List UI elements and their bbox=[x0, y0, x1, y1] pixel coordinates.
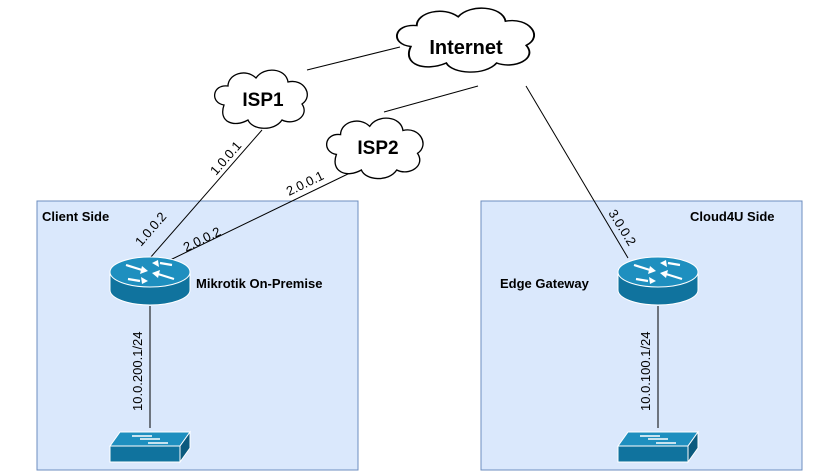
link-isp1-internet bbox=[306, 46, 401, 71]
link-isp2-mikrotik bbox=[165, 171, 353, 263]
ip-cloud-lan: 10.0.100.1/24 bbox=[638, 331, 653, 411]
mikrotik-router-icon bbox=[108, 255, 192, 307]
client-side-zone bbox=[36, 200, 359, 471]
ip-isp2-side: 2.0.0.1 bbox=[284, 168, 326, 199]
client-switch-icon bbox=[109, 431, 191, 463]
link-isp2-internet bbox=[383, 85, 479, 113]
link-internet-edge bbox=[525, 85, 629, 259]
cloud4u-side-label: Cloud4U Side bbox=[690, 209, 775, 224]
isp1-label: ISP1 bbox=[242, 90, 284, 111]
edge-gateway-label: Edge Gateway bbox=[500, 276, 590, 291]
client-side-label: Client Side bbox=[42, 209, 109, 224]
cloud-switch-icon bbox=[617, 431, 699, 463]
internet-label: Internet bbox=[429, 37, 503, 59]
link-isp1-mikrotik bbox=[149, 129, 263, 259]
mikrotik-label: Mikrotik On-Premise bbox=[196, 276, 322, 291]
edge-gateway-router-icon bbox=[616, 255, 700, 307]
isp2-label: ISP2 bbox=[357, 138, 398, 159]
cloud4u-side-zone bbox=[480, 200, 803, 471]
ip-client-lan: 10.0.200.1/24 bbox=[130, 331, 145, 411]
